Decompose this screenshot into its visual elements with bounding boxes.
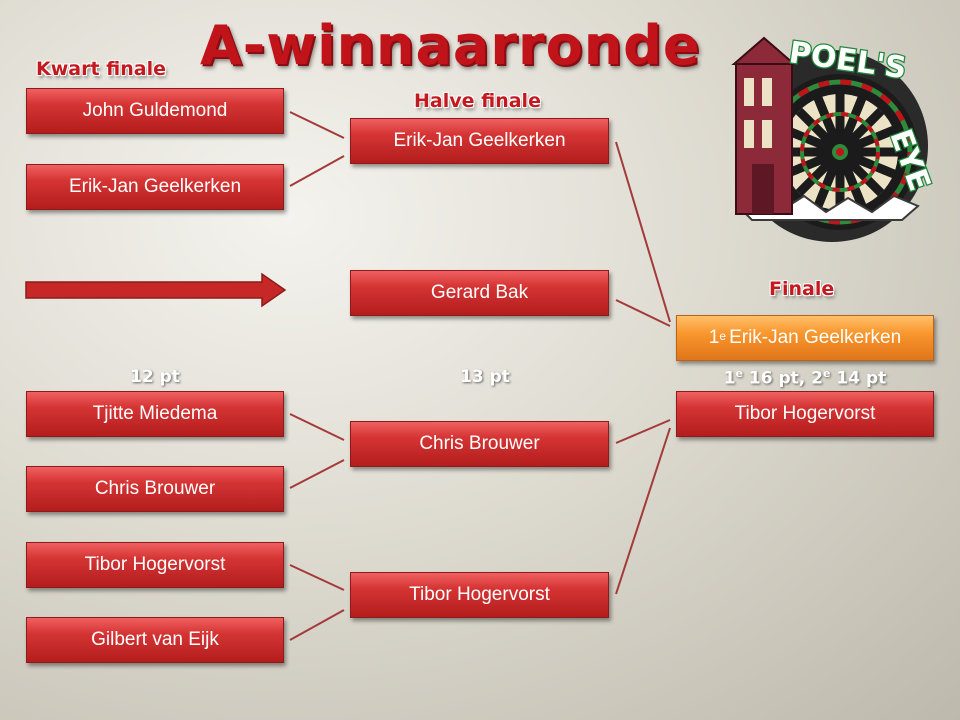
quarter-final-player-2[interactable]: Erik-Jan Geelkerken	[26, 164, 284, 210]
winner-rank: 1	[708, 327, 720, 348]
semi-final-player-3[interactable]: Chris Brouwer	[350, 421, 609, 467]
semi-final-player-1[interactable]: Erik-Jan Geelkerken	[350, 118, 609, 164]
winner-name: Erik-Jan Geelkerken	[729, 327, 902, 348]
quarter-final-player-5[interactable]: Tibor Hogervorst	[26, 542, 284, 588]
connector-line	[289, 459, 345, 489]
connector-line	[289, 564, 345, 591]
final-points-second-sup: e	[823, 367, 831, 380]
connector-line	[615, 427, 671, 595]
connector-line	[289, 413, 345, 441]
semi-final-player-4[interactable]: Tibor Hogervorst	[350, 572, 609, 618]
poels-eye-logo: POEL'S EYE	[731, 34, 936, 242]
winner-rank-suffix: e	[719, 329, 727, 343]
semi-final-points: 13 pt	[460, 367, 510, 387]
semi-final-player-2[interactable]: Gerard Bak	[350, 270, 609, 316]
page-title: A-winnaarronde	[200, 14, 701, 77]
final-points-first-rank: 1	[723, 368, 736, 389]
final-points-first-sup: e	[735, 367, 744, 380]
quarter-final-player-1[interactable]: John Guldemond	[26, 88, 284, 134]
final-points: 1e 16 pt, 2e 14 pt	[676, 367, 934, 389]
connector-line	[615, 419, 671, 444]
connector-line	[289, 111, 345, 139]
quarter-final-player-6[interactable]: Gilbert van Eijk	[26, 617, 284, 663]
quarter-final-points: 12 pt	[130, 367, 180, 387]
final-points-first-rest: 16 pt, 2	[743, 368, 824, 389]
round-label-quarter-final: Kwart finale	[36, 58, 166, 80]
connector-line	[615, 299, 671, 327]
round-label-final: Finale	[769, 278, 835, 300]
final-runner-up[interactable]: Tibor Hogervorst	[676, 391, 934, 437]
final-points-second-rest: 14 pt	[830, 368, 887, 389]
bye-arrow-icon	[25, 272, 287, 308]
quarter-final-player-3[interactable]: Tjitte Miedema	[26, 391, 284, 437]
connector-line	[615, 141, 671, 323]
connector-line	[289, 609, 345, 641]
connector-line	[289, 155, 345, 187]
quarter-final-player-4[interactable]: Chris Brouwer	[26, 466, 284, 512]
round-label-semi-final: Halve finale	[414, 90, 541, 112]
windmill-tower-icon	[731, 36, 797, 215]
